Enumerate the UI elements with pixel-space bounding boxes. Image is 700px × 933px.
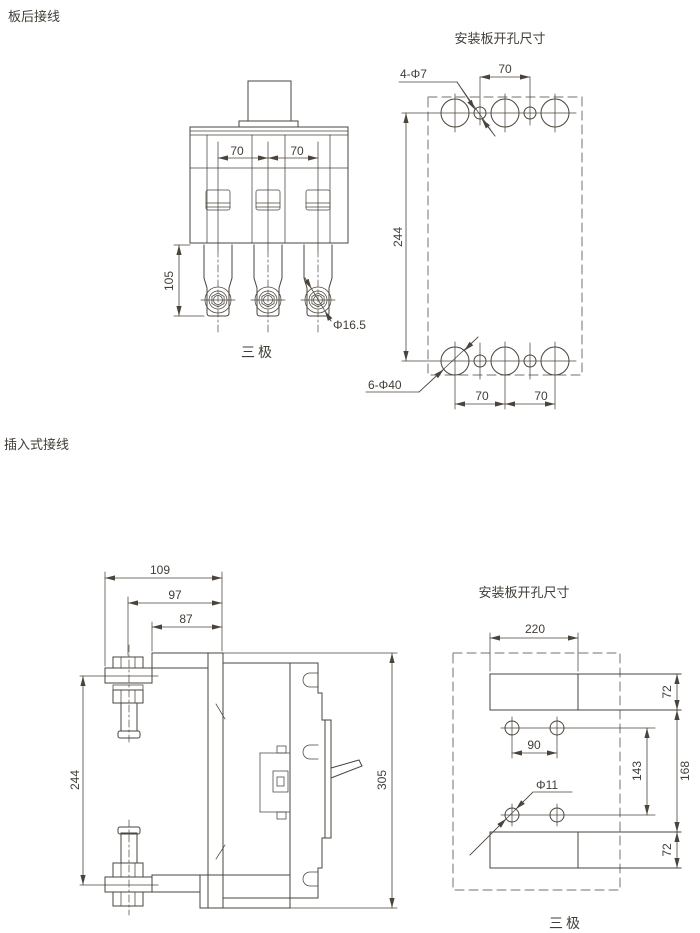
upper-bracket [151,652,209,669]
dim-label-bottom-pitch-right: 70 [534,389,548,403]
case-clip-middle [302,744,319,760]
lower-bracket [151,874,201,893]
case-clip-bottom [302,871,319,887]
upper-stud-assembly [79,644,159,746]
dim-label-vertical-pitch: 244 [391,227,405,247]
breaker-handle-base [238,120,299,128]
dim-label-slot-height-top: 72 [660,685,674,699]
caption-three-pole: 三极 [549,915,583,931]
top-slot [489,673,682,711]
case-clip-top [302,672,319,688]
dim-label-slot-height-bottom: 72 [660,843,674,857]
terminal-2 [250,244,286,317]
bottom-hole-row [440,341,570,410]
toggle-handle [330,759,363,779]
dim-label-terminal-length: 105 [162,271,176,291]
dim-label-pitch-left: 70 [230,144,244,158]
breaker-body [189,126,349,244]
plate-outline [427,96,583,376]
section-label-rear-wiring: 板后接线 [8,9,60,24]
pole-windows [205,189,331,211]
dim-label-hole-pitch-v: 143 [630,761,644,781]
terminal-1 [200,244,236,317]
dim-label-slot-gap: 168 [678,761,692,781]
dim-label-bottom-pitch-left: 70 [475,389,489,403]
dim-label-top-pitch: 70 [498,62,512,76]
escutcheon-plate [324,719,332,839]
dim-label-depth-stud: 97 [168,588,182,602]
breaker-case-profile [302,662,363,899]
dim-label-hole-pitch-h: 90 [527,738,541,752]
dim-label-height: 305 [375,770,389,790]
base-foot [199,874,291,909]
rear-panel [207,652,224,909]
breaker-base-block [222,662,319,909]
callout-big-holes: 6-Φ40 [368,378,402,392]
breaker-handle [247,80,292,122]
dim-label-stud-pitch: 244 [68,770,82,790]
caption-three-pole: 三极 [241,344,275,360]
dim-label-pitch-right: 70 [290,144,304,158]
callout-hole-diameter: Φ11 [536,778,558,792]
dim-label-slot-width: 220 [525,622,545,636]
rear-breaker-front-view: 70 70 105 [162,80,366,360]
drawing-title: 安装板开孔尺寸 [454,31,545,46]
callout-terminal-hole: Φ16.5 [333,318,366,332]
rear-mount-plate-drawing: 安装板开孔尺寸 [365,31,583,410]
dim-label-depth-body: 87 [179,612,193,626]
lower-stud-assembly [79,819,159,916]
plate-outline [452,652,621,891]
plugin-breaker-side-view: 109 97 87 [68,563,398,916]
drawing-title: 安装板开孔尺寸 [478,585,569,600]
top-hole-row [440,76,570,133]
plugin-mount-plate-drawing: 安装板开孔尺寸 220 [452,585,692,931]
callout-small-holes: 4-Φ7 [400,67,427,81]
dim-label-depth-overall: 109 [150,563,170,577]
bottom-slot [489,831,682,869]
section-label-plugin-wiring: 插入式接线 [4,437,69,452]
